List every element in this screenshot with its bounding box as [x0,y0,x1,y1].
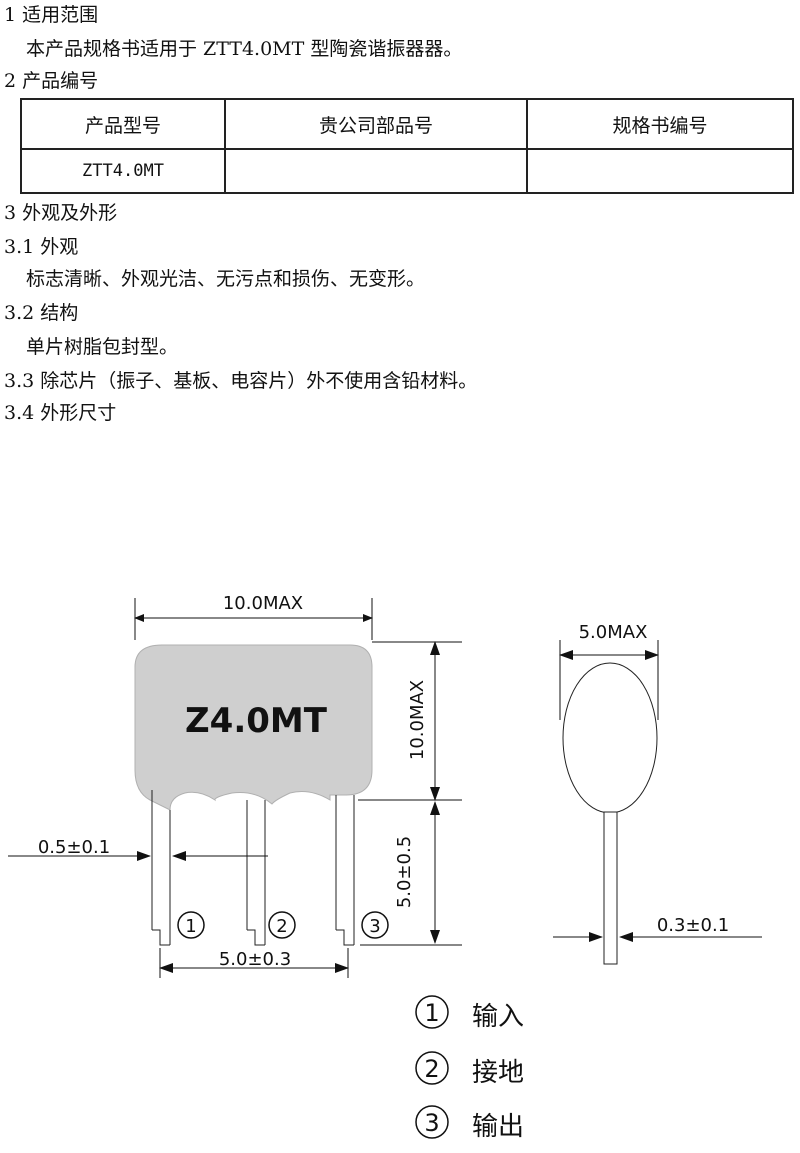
section-3-3-text: 3.3 除芯片（振子、基板、电容片）外不使用含铅材料。 [4,370,478,392]
legend-marker-2: 2 [415,1051,449,1085]
table-row: ZTT4.0MT [20,148,794,194]
lead-3 [335,795,355,946]
body-marking: Z4.0MT [185,701,328,741]
section-3-2-text: 单片树脂包封型。 [26,336,179,358]
dim-lead-length-label: 5.0±0.5 [394,836,415,908]
pin-1-marker: 1 [177,911,205,939]
dim-lead-width-label: 0.5±0.1 [38,837,110,858]
product-number-table: 产品型号 贵公司部品号 规格书编号 ZTT4.0MT [20,98,794,194]
legend-label-input: 输入 [472,1002,525,1032]
legend-number: 1 [424,999,439,1027]
pin-2-number: 2 [276,916,287,937]
dim-width [134,598,373,640]
pin-3-marker: 3 [361,911,389,939]
legend-number: 3 [424,1109,439,1137]
legend-label-ground: 接地 [472,1058,525,1088]
pin-3-number: 3 [369,916,380,937]
dim-thickness-label: 5.0MAX [579,622,648,643]
section-3-4-title: 3.4 外形尺寸 [4,402,117,424]
table-header: 贵公司部品号 [224,98,528,150]
dim-height-label: 10.0MAX [407,680,428,760]
pin-1-number: 1 [185,916,196,937]
table-header-row: 产品型号 贵公司部品号 规格书编号 [20,98,794,150]
legend-marker-3: 3 [415,1105,449,1139]
side-view-body [562,662,658,814]
table-header: 规格书编号 [526,98,794,150]
legend-number: 2 [424,1055,439,1083]
section-1-title: 1 适用范围 [4,4,99,26]
table-cell-spec-number [526,148,794,194]
section-3-2-title: 3.2 结构 [4,302,79,324]
dim-pitch [159,948,349,978]
dim-lead-thickness-label: 0.3±0.1 [657,915,729,936]
legend-label-output: 输出 [472,1112,525,1142]
lead-1 [151,790,171,946]
table-cell-model: ZTT4.0MT [20,148,226,194]
dim-lead-length [360,801,462,946]
dim-pitch-label: 5.0±0.3 [219,949,291,970]
dim-thickness [559,640,659,720]
dim-width-label: 10.0MAX [223,593,303,614]
resonator-body [134,644,373,811]
side-view-lead [603,811,618,965]
legend-marker-1: 1 [415,995,449,1029]
lead-2 [246,800,266,946]
section-3-1-title: 3.1 外观 [4,236,79,258]
pin-2-marker: 2 [268,911,296,939]
dim-height [358,641,462,801]
section-3-1-text: 标志清晰、外观光洁、无污点和损伤、无变形。 [26,268,426,290]
section-3-title: 3 外观及外形 [4,202,118,224]
table-header: 产品型号 [20,98,226,150]
table-cell-part-number [224,148,528,194]
section-2-title: 2 产品编号 [4,70,99,92]
section-1-text: 本产品规格书适用于 ZTT4.0MT 型陶瓷谐振器器。 [26,38,463,60]
